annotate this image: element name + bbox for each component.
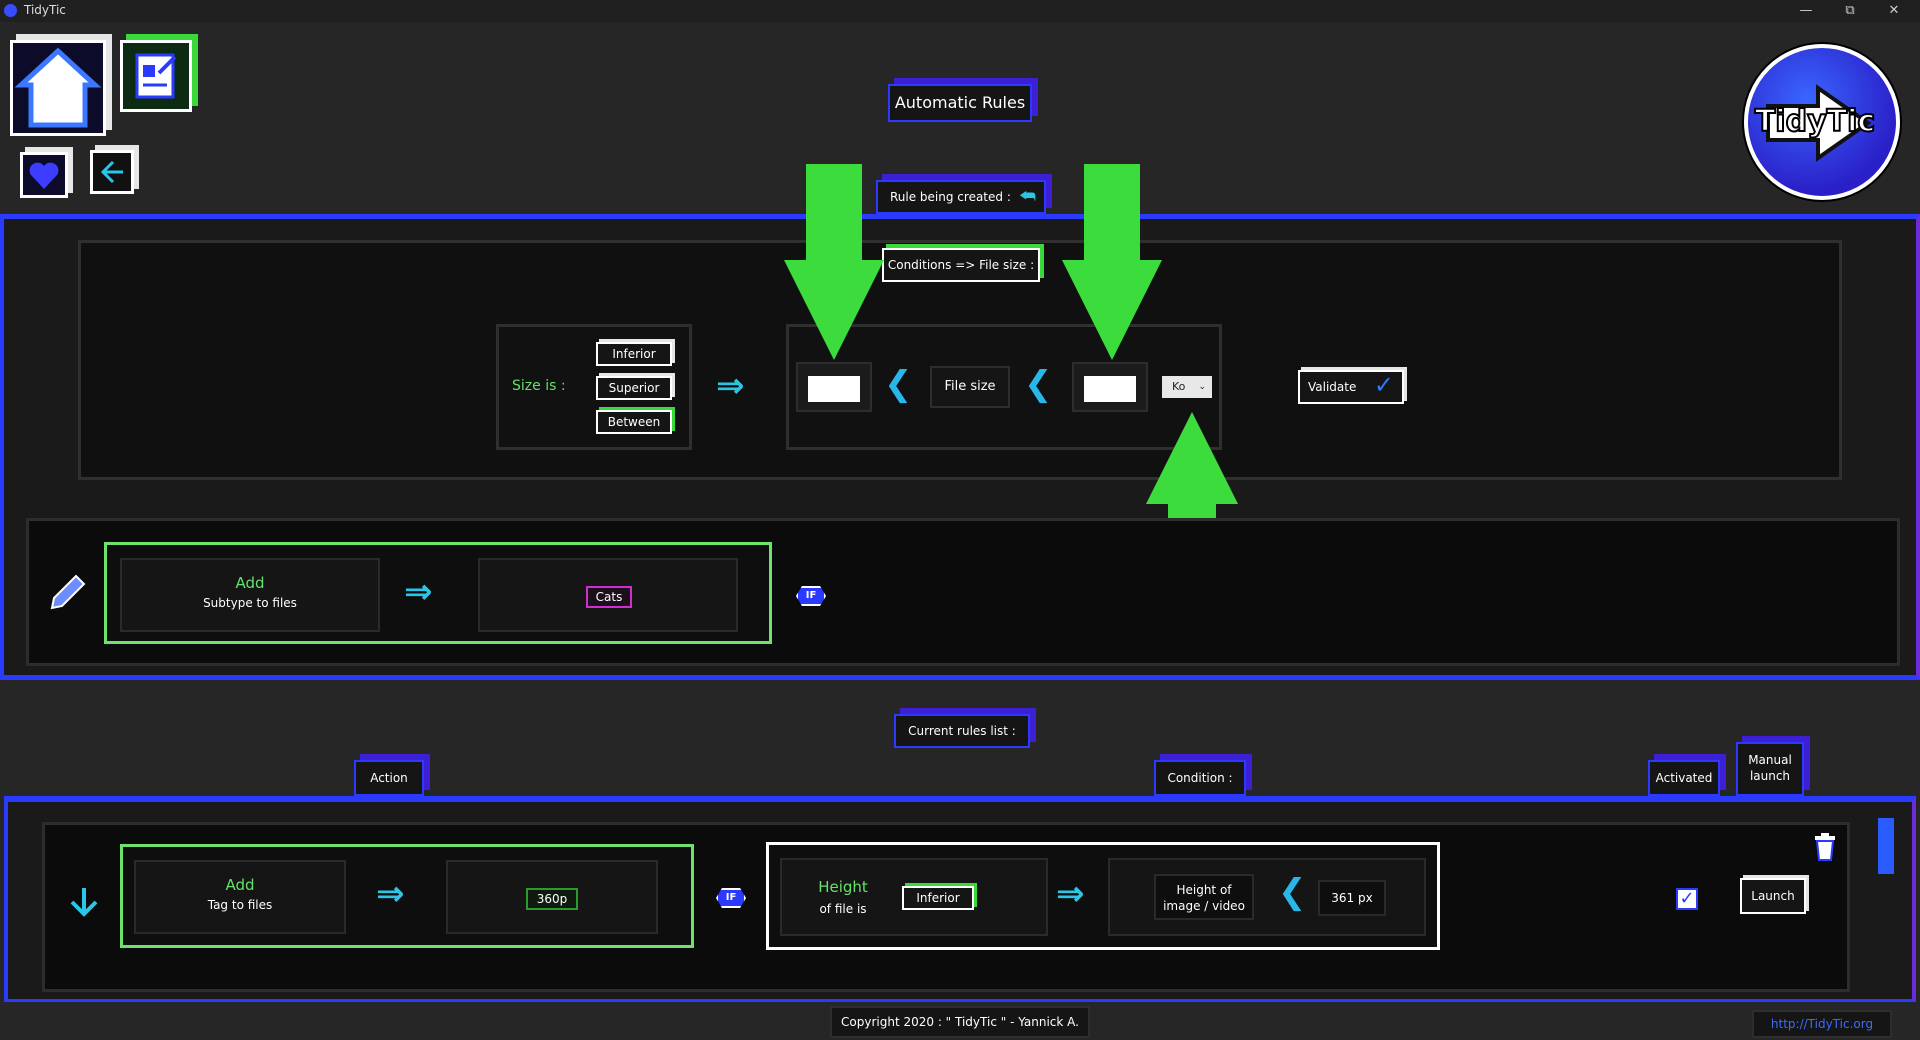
min-size-frame (796, 362, 872, 412)
window-title: TidyTic (24, 3, 66, 17)
condition-subject-title: Height (818, 878, 868, 896)
between-option[interactable]: Between (596, 410, 672, 434)
condition-field: Height of image / video (1154, 874, 1254, 920)
if-badge: IF (796, 586, 826, 606)
trash-icon[interactable] (1812, 832, 1838, 862)
less-than-icon-2: ❮ (1024, 364, 1053, 404)
green-down-arrow-right (1062, 164, 1162, 360)
max-size-input[interactable] (1084, 376, 1136, 402)
subtype-value-chip[interactable]: Cats (586, 586, 632, 608)
size-is-label: Size is : (512, 378, 566, 394)
validate-button[interactable]: Validate ✓ (1298, 370, 1404, 404)
column-action: Action (354, 760, 424, 796)
max-size-frame (1072, 362, 1148, 412)
double-arrow-icon-4: ⇒ (1056, 874, 1085, 914)
website-link[interactable]: http://TidyTic.org (1752, 1010, 1892, 1038)
double-arrow-icon-3: ⇒ (376, 874, 405, 914)
copyright-text: Copyright 2020 : " TidyTic " - Yannick A… (830, 1006, 1090, 1038)
logo-arrow-icon (1766, 84, 1872, 162)
page-title: Automatic Rules (888, 84, 1032, 122)
rule-action-target: Tag to files (207, 898, 273, 912)
logo-text: TidyTic (1754, 103, 1876, 140)
file-size-label: File size (930, 366, 1010, 408)
conditions-label: Conditions => File size : (882, 248, 1040, 282)
app-icon (4, 4, 17, 17)
rule-action-value-box: 360p (446, 860, 658, 934)
favorites-button[interactable] (20, 152, 68, 198)
tidytic-logo: TidyTic (1744, 44, 1900, 200)
scrollbar-thumb[interactable] (1878, 818, 1894, 874)
rule-being-created-text: Rule being created : (890, 190, 1011, 204)
column-condition: Condition : (1154, 760, 1246, 796)
condition-value: 361 px (1318, 880, 1386, 916)
tag-value-chip: 360p (526, 888, 578, 910)
chevron-down-icon: ⌄ (1198, 382, 1206, 392)
rule-action-verb-box: Add Tag to files (134, 860, 346, 934)
condition-detail-box: Height of image / video ❮ 361 px (1108, 858, 1426, 936)
rule-action-verb: Add (225, 876, 255, 894)
less-than-icon-3: ❮ (1278, 872, 1307, 912)
arrow-down-icon[interactable] (64, 882, 104, 922)
restore-icon[interactable]: ⧉ (1845, 3, 1855, 18)
launch-button[interactable]: Launch (1740, 878, 1806, 914)
home-icon (14, 47, 102, 128)
double-arrow-icon: ⇒ (716, 366, 745, 406)
activated-checkbox[interactable]: ✓ (1676, 888, 1698, 910)
rule-being-created-label: Rule being created : ⮪ (876, 180, 1046, 214)
action-verb: Add (235, 574, 265, 592)
condition-subject-box: Height of file is Inferior (780, 858, 1048, 936)
home-button[interactable] (10, 40, 106, 136)
inferior-option[interactable]: Inferior (596, 342, 672, 366)
pencil-icon[interactable] (48, 572, 88, 612)
edit-rules-button[interactable] (120, 40, 192, 112)
document-edit-icon (135, 53, 177, 99)
less-than-icon: ❮ (884, 364, 913, 404)
superior-option[interactable]: Superior (596, 376, 672, 400)
action-target: Subtype to files (203, 596, 297, 610)
action-verb-box[interactable]: Add Subtype to files (120, 558, 380, 632)
checkmark-icon: ✓ (1373, 371, 1394, 399)
green-down-arrow-left (784, 164, 884, 360)
unit-select[interactable]: Ko ⌄ (1162, 376, 1212, 398)
column-manual-launch: Manual launch (1736, 742, 1804, 796)
condition-subject-sub: of file is (819, 902, 867, 916)
minimize-icon[interactable]: — (1799, 3, 1813, 18)
double-arrow-icon-2: ⇒ (404, 572, 433, 612)
undo-icon[interactable]: ⮪ (1019, 186, 1036, 207)
condition-operator: Inferior (902, 886, 974, 910)
unit-select-value: Ko (1172, 380, 1186, 393)
if-badge-row: IF (716, 888, 746, 908)
column-activated: Activated (1648, 760, 1720, 796)
heart-icon (29, 162, 59, 189)
current-rules-label: Current rules list : (894, 714, 1030, 748)
arrow-left-icon (100, 160, 123, 184)
min-size-input[interactable] (808, 376, 860, 402)
validate-label: Validate (1308, 380, 1357, 394)
close-icon[interactable]: ✕ (1888, 3, 1900, 18)
title-bar: TidyTic — ⧉ ✕ (0, 0, 1920, 22)
back-button[interactable] (90, 150, 134, 194)
action-value-box: Cats (478, 558, 738, 632)
